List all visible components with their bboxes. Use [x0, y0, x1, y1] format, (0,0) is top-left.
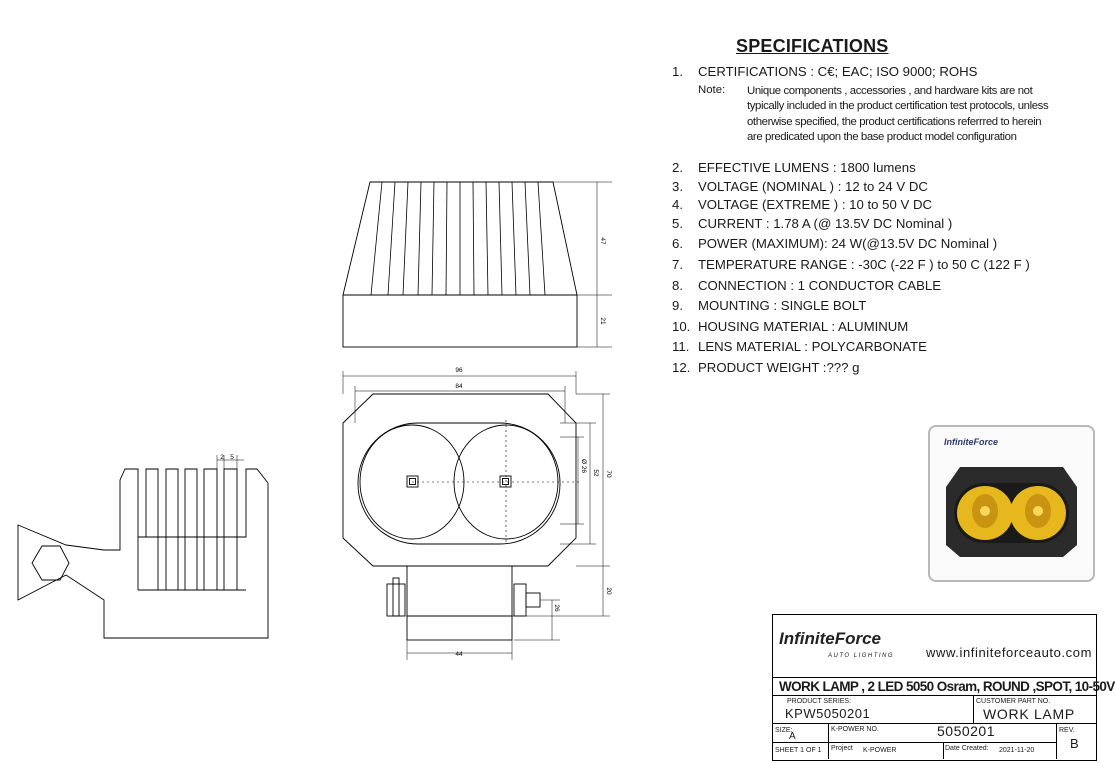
dim-height-base: 21 — [599, 317, 606, 325]
customer-part-label: CUSTOMER PART NO. — [976, 698, 1051, 705]
spec-item: 4.VOLTAGE (EXTREME ) : 10 to 50 V DC — [672, 197, 933, 212]
dim-height-top: 47 — [599, 237, 606, 245]
note-label: Note: — [698, 84, 726, 96]
dim-width-inner: 84 — [455, 383, 463, 390]
spec-item: 5.CURRENT : 1.78 A (@ 13.5V DC Nominal ) — [672, 216, 953, 231]
note-text: Unique components , accessories , and ha… — [747, 85, 1049, 143]
spec-item: 12.PRODUCT WEIGHT :??? g — [672, 360, 860, 375]
front-view — [342, 371, 610, 660]
size-label: SIZE: — [775, 727, 793, 734]
dim-height-lens: 52 — [592, 469, 599, 477]
kpower-number: 5050201 — [937, 723, 996, 739]
top-view — [342, 181, 612, 348]
spec-item: 7.TEMPERATURE RANGE : -30C (-22 F ) to 5… — [672, 257, 1030, 272]
customer-part: WORK LAMP — [983, 706, 1075, 722]
project-value: K-POWER — [863, 747, 897, 754]
spec-item: 3.VOLTAGE (NOMINAL ) : 12 to 24 V DC — [672, 179, 928, 194]
spec-item: 2.EFFECTIVE LUMENS : 1800 lumens — [672, 160, 916, 175]
side-view — [17, 455, 269, 639]
sheet: SHEET 1 OF 1 — [775, 747, 822, 754]
spec-item: 6.POWER (MAXIMUM): 24 W(@13.5V DC Nomina… — [672, 236, 998, 251]
kpower-label: K-POWER NO. — [831, 726, 879, 733]
spec-item: 9.MOUNTING : SINGLE BOLT — [672, 298, 867, 313]
date-value: 2021-11-20 — [999, 747, 1035, 754]
brand-logo: InfiniteForce — [779, 629, 882, 648]
product-title: WORK LAMP , 2 LED 5050 Osram, ROUND ,SPO… — [779, 679, 1115, 694]
dim-height-front: 70 — [605, 470, 612, 478]
title-block: InfiniteForce AUTO LIGHTING www.infinite… — [772, 614, 1115, 761]
product-series: KPW5050201 — [785, 706, 871, 721]
date-label: Date Created: — [945, 745, 989, 752]
dim-fin-pitch: 5 — [230, 454, 234, 461]
product-photo: InfiniteForce — [928, 425, 1095, 582]
brand-tagline: AUTO LIGHTING — [828, 653, 895, 659]
dim-bracket-offset: 20 — [605, 587, 612, 595]
spec-item: 10.HOUSING MATERIAL : ALUMINUM — [672, 319, 909, 334]
dim-width-outer: 96 — [455, 367, 463, 374]
product-series-label: PRODUCT SERIES: — [787, 698, 852, 705]
top-view-fins — [370, 181, 546, 296]
rev-label: REV. — [1059, 727, 1075, 734]
dim-bracket-height: 26 — [553, 604, 560, 612]
lamp-photo-icon — [946, 467, 1077, 557]
specifications-title: SPECIFICATIONS — [736, 36, 889, 56]
dim-bracket-width: 44 — [455, 651, 463, 658]
rev-value: B — [1070, 736, 1079, 751]
spec-item: 8.CONNECTION : 1 CONDUCTOR CABLE — [672, 278, 942, 293]
dim-diameter: Ø 26 — [580, 459, 587, 473]
project-label: Project — [831, 745, 853, 752]
spec-item: 1.CERTIFICATIONS : C€; EAC; ISO 9000; RO… — [672, 64, 978, 79]
size-value: A — [789, 731, 796, 742]
spec-item: 11.LENS MATERIAL : POLYCARBONATE — [672, 339, 927, 354]
dim-fin-gap: 2 — [220, 454, 224, 461]
website: www.infiniteforceauto.com — [926, 645, 1093, 660]
photo-brand-logo: InfiniteForce — [944, 437, 999, 447]
dimension-labels: 47 21 96 84 Ø 26 52 70 20 26 44 2 5 — [220, 237, 612, 658]
